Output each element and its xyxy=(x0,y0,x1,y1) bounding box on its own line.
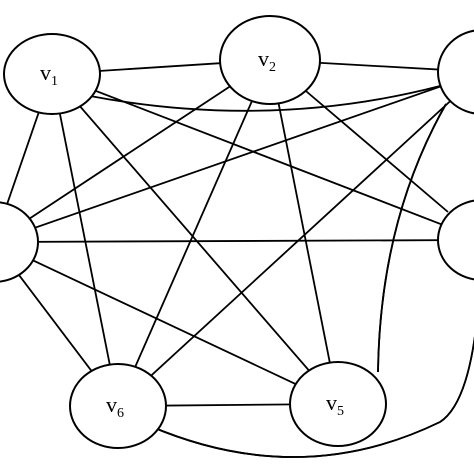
node-v3 xyxy=(437,29,474,115)
node-circle-v4 xyxy=(437,199,474,281)
node-v6: v6 xyxy=(69,363,167,449)
node-v4 xyxy=(437,199,474,281)
node-label-v2: v2 xyxy=(258,46,276,75)
edge-v5-v3 xyxy=(377,103,447,373)
node-label-v1: v1 xyxy=(40,60,58,89)
edge-v7-v5 xyxy=(0,243,339,405)
edge-v1-v3 xyxy=(89,85,441,112)
node-v2: v2 xyxy=(219,15,321,105)
edge-v2-v5 xyxy=(269,59,339,405)
edge-v2-v4 xyxy=(299,85,449,213)
node-circle-v6 xyxy=(69,363,167,449)
edge-v1-v5 xyxy=(51,73,339,405)
node-circle-v1 xyxy=(3,33,101,115)
edges-layer xyxy=(0,59,474,458)
node-v5: v5 xyxy=(289,361,387,447)
edge-v6-v4 xyxy=(149,335,474,458)
edge-v2-v7 xyxy=(0,59,271,240)
node-v1: v1 xyxy=(3,33,101,115)
edge-v1-v4 xyxy=(51,73,474,238)
edge-v3-v7 xyxy=(0,73,474,241)
node-circle-v2 xyxy=(219,15,321,105)
edge-v1-v6 xyxy=(51,73,119,407)
nodes-layer: v1 v2 v5 v6 xyxy=(0,15,474,449)
edge-v3-v5 xyxy=(377,103,447,373)
edge-v2-v6 xyxy=(117,59,271,407)
node-v7 xyxy=(0,201,39,283)
node-circle-v7 xyxy=(0,201,39,283)
edge-v4-v7 xyxy=(0,239,474,243)
node-label-v5: v5 xyxy=(326,390,344,419)
node-circle-v3 xyxy=(437,29,474,115)
node-label-v6: v6 xyxy=(106,392,124,421)
node-circle-v5 xyxy=(289,361,387,447)
edge-v3-v6 xyxy=(117,78,474,407)
